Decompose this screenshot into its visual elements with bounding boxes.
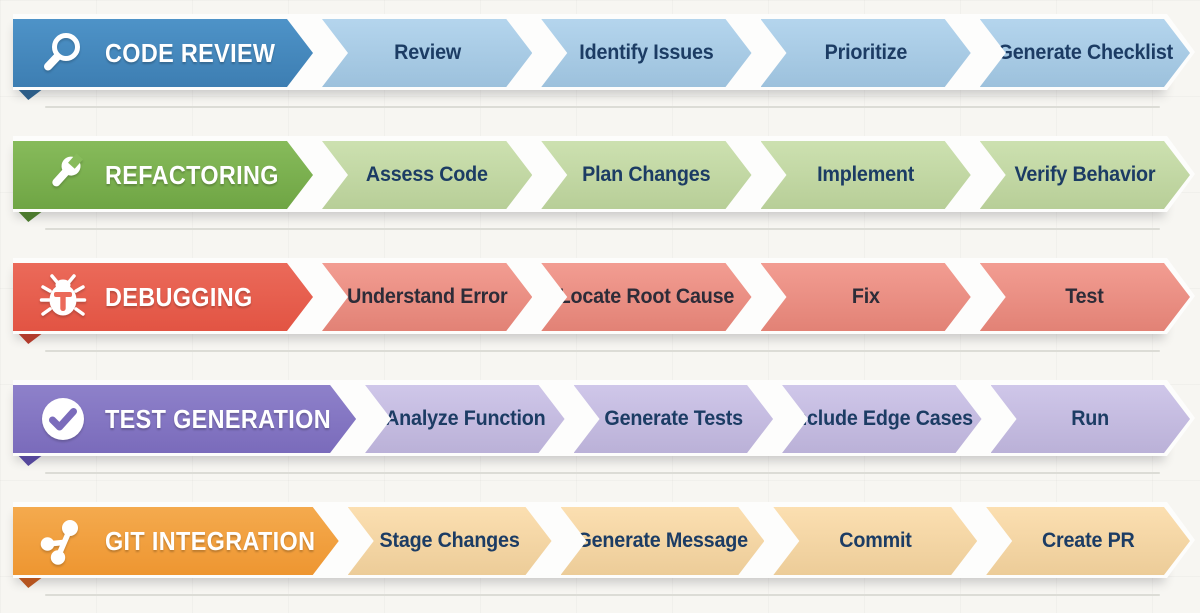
step-label: Generate Checklist — [997, 41, 1173, 64]
workflow-header-test-generation: TEST GENERATION — [13, 385, 356, 453]
workflow-step: Run — [991, 385, 1190, 453]
wrench-icon — [39, 151, 87, 199]
workflow-row-git-integration: GIT INTEGRATION Stage Changes Generate M… — [13, 502, 1195, 588]
workflow-title: TEST GENERATION — [105, 403, 331, 434]
workflow-header-code-review: CODE REVIEW — [13, 19, 313, 87]
workflow-title: GIT INTEGRATION — [105, 525, 316, 556]
step-label: Verify Behavior — [1014, 163, 1156, 186]
step-label: Prioritize — [824, 41, 907, 64]
workflow-row-test-generation: TEST GENERATION Analyze Function Generat… — [13, 380, 1195, 466]
ribbon-plate: GIT INTEGRATION Stage Changes Generate M… — [13, 502, 1195, 578]
workflow-step: Stage Changes — [348, 507, 552, 575]
workflow-step: Prioritize — [761, 19, 971, 87]
workflow-step: Assess Code — [322, 141, 532, 209]
workflow-step: Verify Behavior — [980, 141, 1190, 209]
step-label: Review — [393, 41, 461, 64]
step-label: Generate Message — [576, 529, 749, 552]
workflow-row-debugging: DEBUGGING Understand Error Locate Root C… — [13, 258, 1195, 344]
workflow-title: DEBUGGING — [105, 281, 253, 312]
workflow-row-code-review: CODE REVIEW Review Identify Issues Prior… — [13, 14, 1195, 100]
workflow-step: Generate Checklist — [980, 19, 1190, 87]
workflow-step: Include Edge Cases — [782, 385, 981, 453]
workflow-step: Implement — [761, 141, 971, 209]
step-label: Commit — [839, 529, 912, 552]
workflow-step: Locate Root Cause — [541, 263, 751, 331]
ribbon-plate: CODE REVIEW Review Identify Issues Prior… — [13, 14, 1195, 90]
workflow-step: Test — [980, 263, 1190, 331]
workflow-step: Plan Changes — [541, 141, 751, 209]
workflow-title: CODE REVIEW — [105, 37, 276, 68]
workflow-step: Identify Issues — [541, 19, 751, 87]
workflow-row-refactoring: REFACTORING Assess Code Plan Changes Imp… — [13, 136, 1195, 222]
workflow-diagram: CODE REVIEW Review Identify Issues Prior… — [0, 0, 1200, 596]
step-label: Plan Changes — [582, 163, 711, 186]
row-separator — [45, 350, 1160, 352]
workflow-step: Analyze Function — [365, 385, 564, 453]
workflow-header-debugging: DEBUGGING — [13, 263, 313, 331]
workflow-step: Create PR — [986, 507, 1190, 575]
step-label: Generate Tests — [604, 407, 743, 430]
workflow-step: Generate Tests — [574, 385, 773, 453]
workflow-step: Fix — [761, 263, 971, 331]
magnifier-icon — [39, 29, 87, 77]
row-separator — [45, 106, 1160, 108]
ribbon-plate: TEST GENERATION Analyze Function Generat… — [13, 380, 1195, 456]
row-separator — [45, 472, 1160, 474]
step-label: Run — [1071, 407, 1110, 430]
ribbon-plate: DEBUGGING Understand Error Locate Root C… — [13, 258, 1195, 334]
workflow-step: Commit — [773, 507, 977, 575]
step-label: Locate Root Cause — [558, 285, 735, 308]
step-label: Stage Changes — [379, 529, 520, 552]
step-label: Fix — [851, 285, 880, 308]
step-label: Create PR — [1041, 529, 1135, 552]
row-separator — [45, 594, 1160, 596]
step-label: Analyze Function — [384, 407, 546, 430]
ribbon-plate: REFACTORING Assess Code Plan Changes Imp… — [13, 136, 1195, 212]
git-branch-icon — [39, 517, 87, 565]
step-label: Implement — [817, 163, 915, 186]
workflow-title: REFACTORING — [105, 159, 279, 190]
workflow-header-git-integration: GIT INTEGRATION — [13, 507, 339, 575]
bug-icon — [39, 273, 87, 321]
step-label: Include Edge Cases — [790, 407, 974, 430]
row-separator — [45, 228, 1160, 230]
check-circle-icon — [39, 395, 87, 443]
workflow-header-refactoring: REFACTORING — [13, 141, 313, 209]
step-label: Understand Error — [346, 285, 508, 308]
step-label: Assess Code — [366, 163, 489, 186]
workflow-step: Review — [322, 19, 532, 87]
workflow-step: Understand Error — [322, 263, 532, 331]
step-label: Identify Issues — [579, 41, 714, 64]
step-label: Test — [1065, 285, 1105, 308]
workflow-step: Generate Message — [561, 507, 765, 575]
